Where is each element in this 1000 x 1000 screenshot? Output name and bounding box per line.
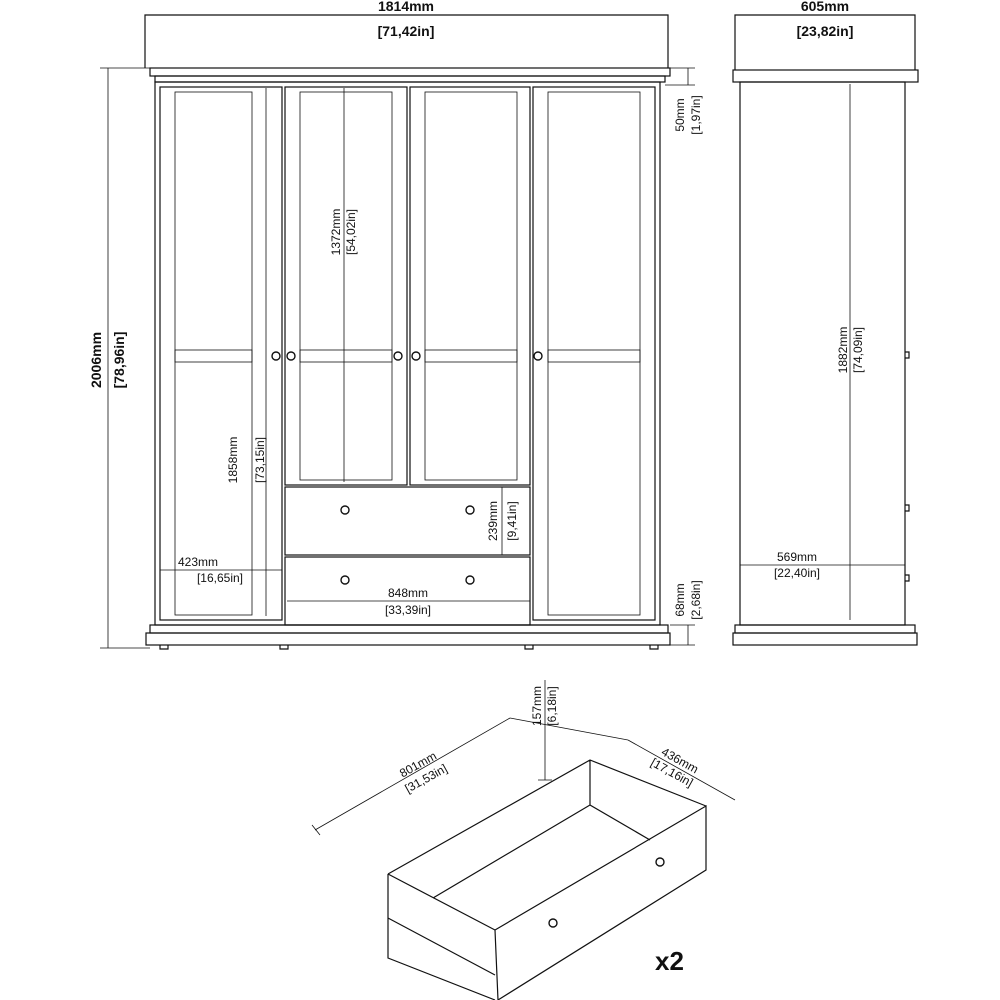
inner-depth-in: [22,40in] xyxy=(774,566,820,580)
drawer-section-width-in: [33,39in] xyxy=(385,603,431,617)
door-width-mm: 423mm xyxy=(178,555,218,569)
inner-height-mm: 1882mm xyxy=(836,327,850,374)
plinth-height-in: [2,68in] xyxy=(689,580,703,619)
total-height-in: [78,96in] xyxy=(111,332,127,389)
cornice-height-mm: 50mm xyxy=(673,98,687,131)
drawer-front-height-in: [9,41in] xyxy=(505,501,519,540)
door-height-mm: 1858mm xyxy=(226,437,240,484)
drawer-height-in: [6,18in] xyxy=(545,686,559,725)
door-height-in: [73,15in] xyxy=(253,437,267,483)
drawer-height-mm: 157mm xyxy=(530,686,544,726)
door-left xyxy=(159,86,283,621)
drawer-quantity: x2 xyxy=(655,946,684,976)
door-center-left xyxy=(284,86,408,486)
drawer-section-width-mm: 848mm xyxy=(388,586,428,600)
drawer-top xyxy=(284,486,531,556)
drawer-front-height-mm: 239mm xyxy=(486,501,500,541)
drawer-bottom xyxy=(284,556,531,626)
shelf-height-in: [54,02in] xyxy=(344,209,358,255)
total-height-mm: 2006mm xyxy=(88,332,104,388)
inner-height-in: [74,09in] xyxy=(851,327,865,373)
drawer-isometric: 801mm [31,53in] 436mm [17,16in] 157mm [6… xyxy=(311,680,736,1000)
plinth-height-mm: 68mm xyxy=(673,583,687,616)
total-depth-in: [23,82in] xyxy=(797,23,854,39)
door-right xyxy=(532,86,656,621)
cornice xyxy=(149,67,671,77)
door-center-right xyxy=(409,86,531,486)
inner-depth-mm: 569mm xyxy=(777,550,817,564)
cornice-height-in: [1,97in] xyxy=(689,95,703,134)
total-depth-mm: 605mm xyxy=(801,0,849,14)
front-view: 1814mm [71,42in] xyxy=(88,0,703,650)
total-width-mm: 1814mm xyxy=(378,0,434,14)
total-width-in: [71,42in] xyxy=(378,23,435,39)
side-view: 605mm [23,82in] 1882mm [74,09in] 569mm [… xyxy=(732,0,919,646)
shelf-height-mm: 1372mm xyxy=(329,209,343,256)
width-extension-lines xyxy=(144,14,669,68)
plinth xyxy=(149,624,669,634)
knobs xyxy=(271,351,543,585)
door-width-in: [16,65in] xyxy=(197,571,243,585)
